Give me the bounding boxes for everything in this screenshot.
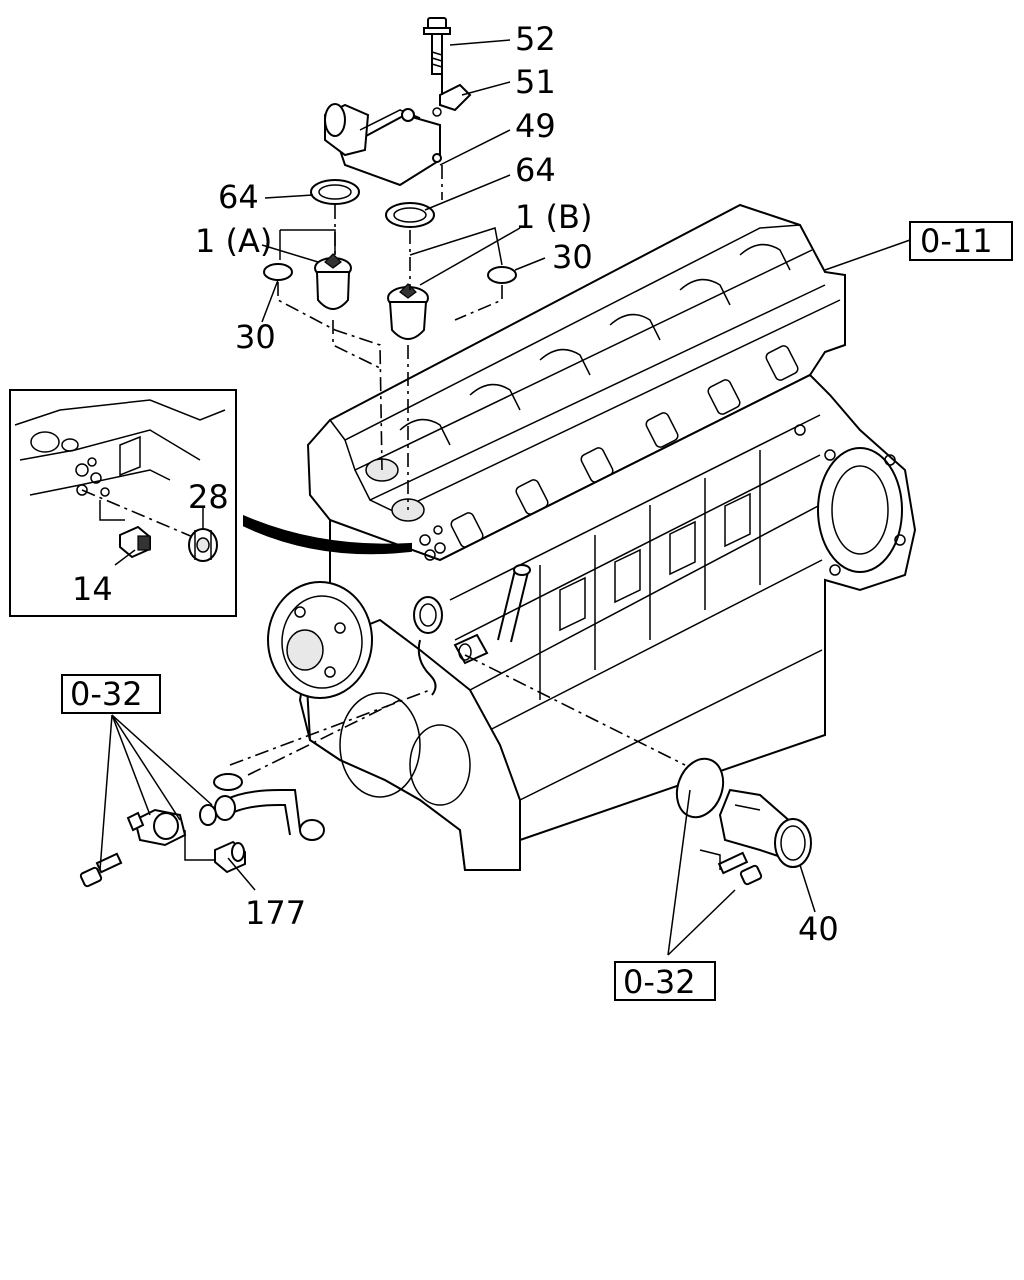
label-30-right: 30: [552, 238, 593, 276]
crank-pulley: [267, 581, 373, 699]
plug-28: [188, 528, 218, 562]
label-49: 49: [515, 107, 556, 145]
water-pipe-assembly: [79, 689, 431, 888]
label-64-right: 64: [515, 151, 556, 189]
label-14: 14: [72, 570, 113, 608]
ref-0-11-text: 0-11: [920, 222, 993, 260]
ref-box-0-32-bottom: 0-32: [614, 961, 716, 1001]
gasket-64-right: [385, 202, 435, 228]
gasket-64-left: [310, 179, 360, 205]
label-1b: 1 (B): [515, 198, 592, 236]
label-64-left: 64: [218, 178, 259, 216]
detail-inset: [9, 389, 237, 617]
ref-box-0-32-left: 0-32: [61, 674, 161, 714]
water-outlet-40: [464, 654, 812, 886]
thermostat-1b: [387, 283, 429, 340]
thermostat-1a: [314, 253, 352, 310]
label-1a: 1 (A): [195, 222, 272, 260]
o-ring-30-left: [263, 263, 293, 281]
ref-box-0-11: 0-11: [909, 221, 1013, 261]
leader-lines: [99, 39, 911, 956]
clip-51: [432, 83, 472, 117]
o-ring-30-right: [487, 266, 517, 284]
label-51: 51: [515, 63, 556, 101]
label-28: 28: [188, 478, 229, 516]
label-40: 40: [798, 910, 839, 948]
thermostat-housing: [324, 103, 442, 187]
ref-0-32-bottom-text: 0-32: [623, 963, 696, 1001]
inset-pointer-arrow: [243, 514, 412, 555]
label-30-left: 30: [235, 318, 276, 356]
ref-0-32-left-text: 0-32: [70, 675, 143, 713]
label-52: 52: [515, 20, 556, 58]
label-177: 177: [245, 894, 306, 932]
plug-14: [119, 525, 151, 559]
engine-block: [267, 203, 917, 871]
bolt-52: [423, 17, 451, 75]
